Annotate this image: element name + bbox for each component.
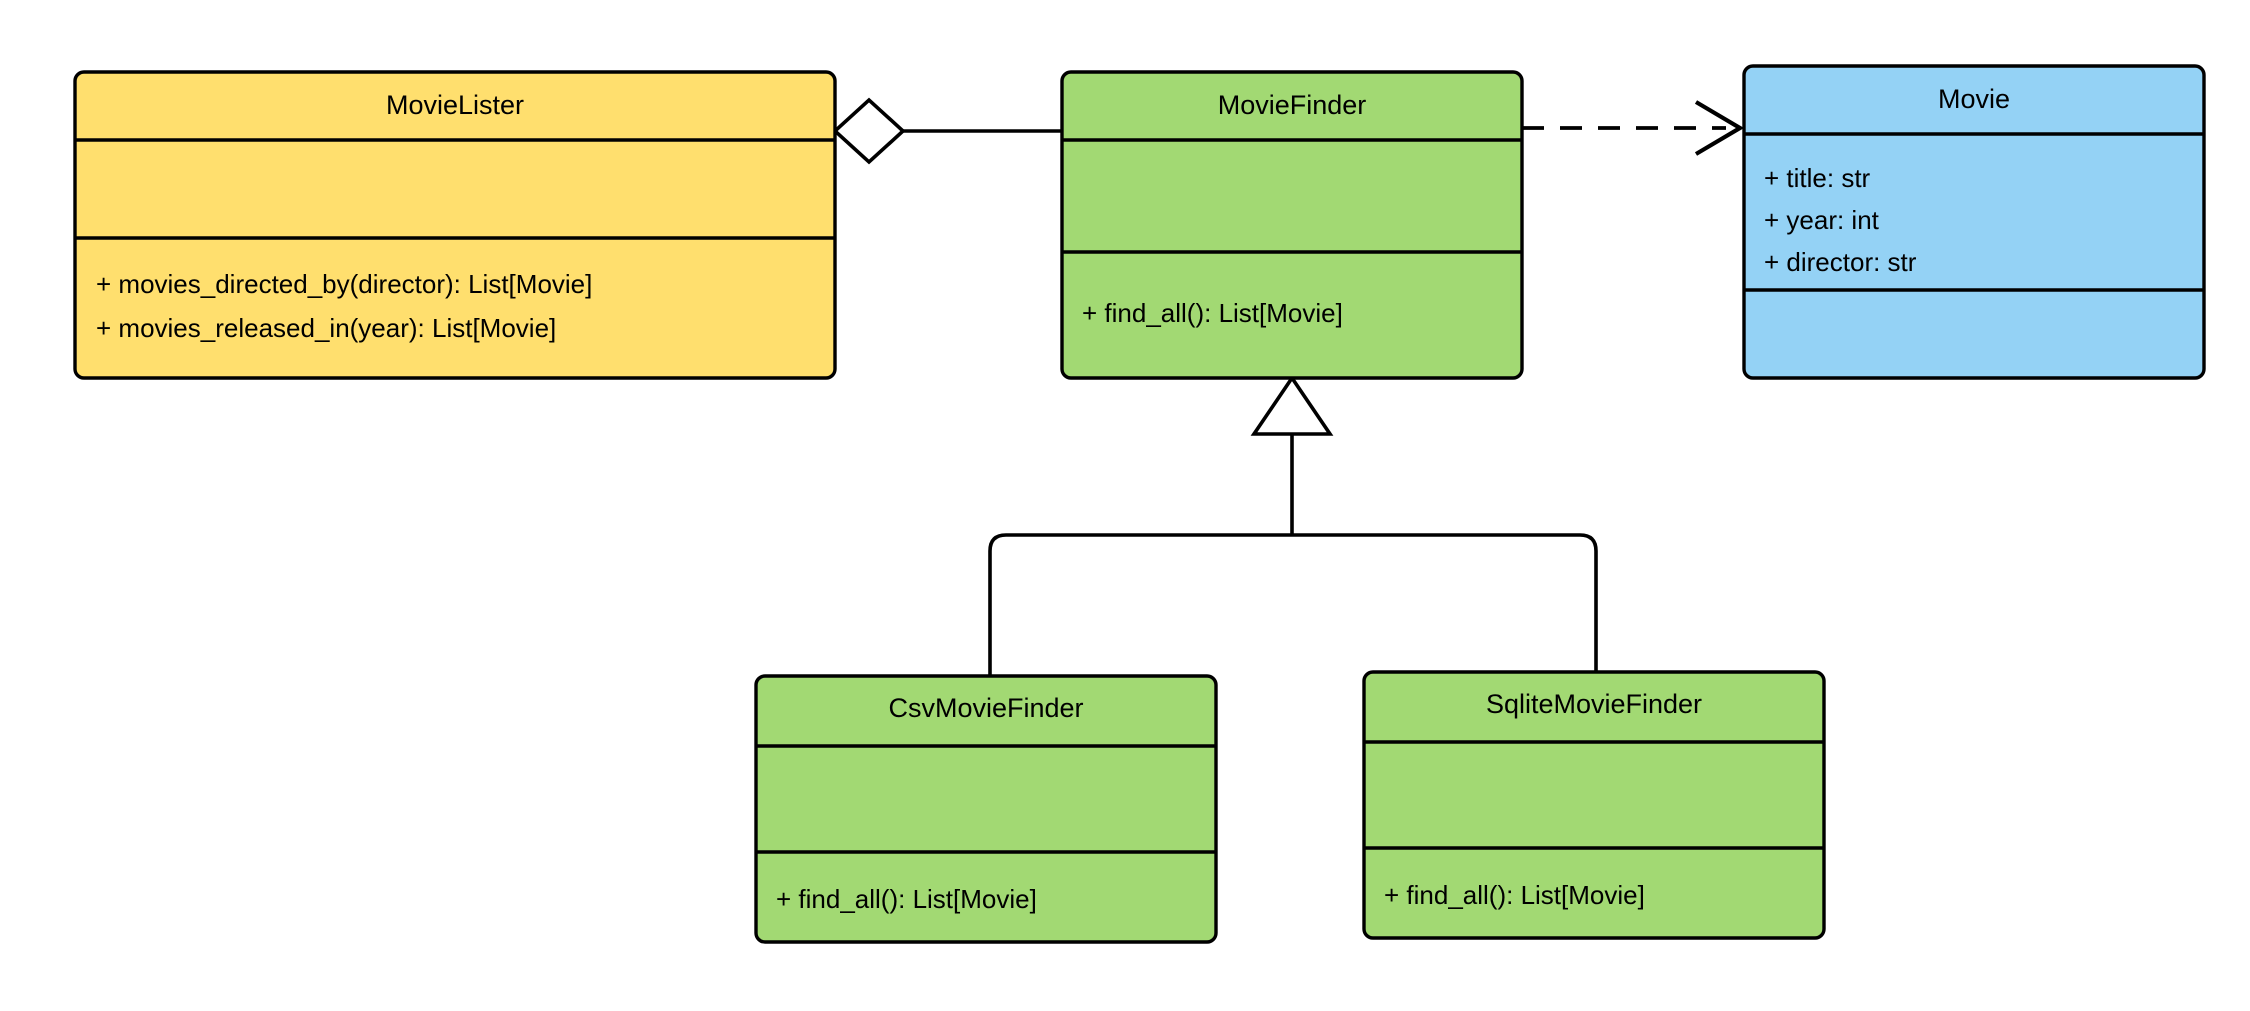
class-method: + find_all(): List[Movie] [1082,298,1343,328]
class-method: + find_all(): List[Movie] [776,884,1037,914]
class-box-csv-movie-finder[interactable]: CsvMovieFinder + find_all(): List[Movie] [754,674,1218,944]
class-box-body [73,70,837,380]
class-box-body [1742,64,2206,380]
generalization-branch-csv [988,533,1292,676]
class-attribute: + title: str [1764,163,1871,193]
class-box-movie-lister[interactable]: MovieLister + movies_directed_by(directo… [73,70,837,380]
relationship-generalization-group[interactable] [988,374,1598,676]
class-name-movie-finder: MovieFinder [1218,90,1367,120]
hollow-diamond-icon [832,97,906,165]
generalization-branch-sqlite [1292,533,1598,672]
class-attribute: + year: int [1764,205,1880,235]
class-name-movie-lister: MovieLister [386,90,524,120]
class-box-movie[interactable]: Movie + title: str + year: int + directo… [1742,64,2206,380]
class-attribute: + director: str [1764,247,1917,277]
class-method: + movies_released_in(year): List[Movie] [96,313,556,343]
class-name-sqlite-movie-finder: SqliteMovieFinder [1486,689,1702,719]
class-method: + movies_directed_by(director): List[Mov… [96,269,592,299]
open-arrow-icon [1694,100,1745,156]
class-name-movie: Movie [1938,84,2010,114]
hollow-triangle-icon [1250,374,1334,436]
class-box-sqlite-movie-finder[interactable]: SqliteMovieFinder + find_all(): List[Mov… [1362,670,1826,940]
class-box-movie-finder[interactable]: MovieFinder + find_all(): List[Movie] [1060,70,1524,380]
class-box-body [1060,70,1524,380]
class-box-body [754,674,1218,944]
class-box-body [1362,670,1826,940]
relationship-lister-finder-aggregation[interactable] [832,97,1062,165]
relationship-finder-movie-dependency[interactable] [1522,100,1745,156]
class-name-csv-movie-finder: CsvMovieFinder [888,693,1083,723]
class-method: + find_all(): List[Movie] [1384,880,1645,910]
